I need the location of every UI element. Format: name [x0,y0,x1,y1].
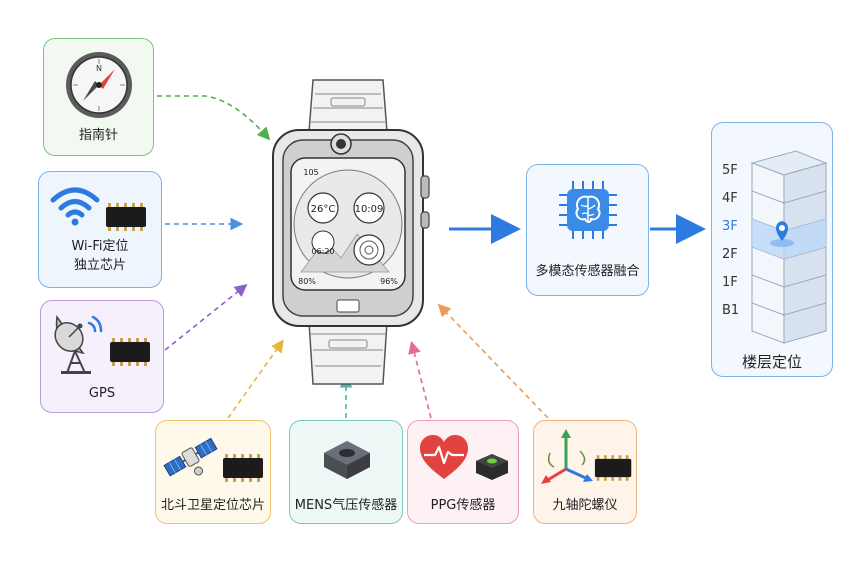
beidou-card: 北斗卫星定位芯片 [155,420,271,524]
arrow-beidou [227,339,284,419]
ppg-label: PPG传感器 [430,498,496,513]
svg-text:N: N [96,64,102,73]
compass-icon: N [66,52,132,118]
floor-card-label: 楼层定位 [741,353,802,371]
arrow-compass [157,95,271,141]
watch-bottom-right-value: 96% [380,277,398,286]
watch-temperature: 26°C [311,204,336,215]
smartwatch-illustration: 26°C 10:09 06:20 105 80% 96% [272,79,430,385]
floor-label-1f: 1F [722,275,738,290]
gyro-card: 九轴陀螺仪 [533,420,637,524]
mens-card: MENS气压传感器 [289,420,403,524]
arrow-gps [164,284,248,351]
barometer-sensor-icon [324,441,370,479]
wifi-chip-icon [106,203,146,231]
brain-chip-icon [559,181,617,239]
floor-list: 5F 4F 3F 2F 1F B1 [722,163,756,333]
gps-label: GPS [88,386,116,401]
watch-top-left-value: 105 [303,168,318,177]
watch-time: 10:09 [355,204,384,215]
wifi-card: Wi-Fi定位 独立芯片 [38,171,162,288]
beidou-label: 北斗卫星定位芯片 [160,498,265,513]
ppg-card: PPG传感器 [407,420,519,524]
floor-card: 5F 4F 3F 2F 1F B1 楼层定位 [711,122,833,377]
wifi-label-line2: 独立芯片 [73,258,126,273]
heart-pulse-icon [420,435,468,479]
wifi-icon [50,187,100,226]
ppg-sensor-chip-icon [476,454,508,480]
gyro-label: 九轴陀螺仪 [552,498,618,513]
arrow-ppg [408,340,432,419]
floor-label-5f: 5F [722,163,738,178]
mens-label: MENS气压传感器 [294,498,398,513]
floor-label-3f: 3F [722,219,738,234]
beidou-chip-icon [223,454,263,482]
wifi-label-line1: Wi-Fi定位 [71,239,129,254]
watch-sub-time: 06:20 [311,247,334,256]
floor-label-b1: B1 [722,303,740,318]
gps-chip-icon [110,338,150,366]
compass-label: 指南针 [78,128,118,143]
fusion-card: 多模态传感器融合 [526,164,649,296]
building-icon [750,150,828,344]
satellite-dish-icon [54,315,103,374]
arrow-gyro [437,303,549,419]
gyro-chip-icon [594,455,632,481]
axis-gyro-icon [541,429,593,484]
satellite-icon [163,437,218,477]
compass-card: N 指南针 [43,38,154,156]
floor-label-2f: 2F [722,247,738,262]
gps-card: GPS [40,300,164,413]
floor-label-4f: 4F [722,191,738,206]
fusion-label: 多模态传感器融合 [535,264,640,279]
watch-bottom-left-value: 80% [298,277,316,286]
